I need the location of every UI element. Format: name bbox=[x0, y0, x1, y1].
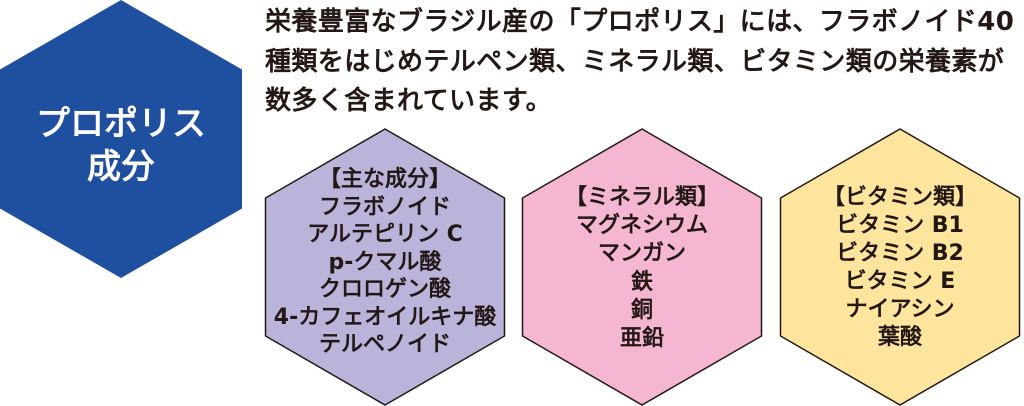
vitamin-item: 葉酸 bbox=[877, 325, 922, 350]
mineral-item: 亜鉛 bbox=[619, 326, 664, 352]
mineral-item: マンガン bbox=[597, 241, 686, 267]
minerals-hexagon bbox=[521, 128, 763, 406]
vitamin-item: ビタミン B2 bbox=[836, 241, 964, 266]
title-badge-line: プロポリス bbox=[36, 104, 206, 144]
main-components-hexagon bbox=[264, 128, 506, 406]
main-components-heading: 【主な成分】 bbox=[318, 167, 451, 192]
mineral-item: 鉄 bbox=[630, 269, 653, 295]
title-hexagon bbox=[0, 0, 242, 278]
title-badge-line: 成分 bbox=[87, 147, 155, 187]
mineral-item: マグネシウム bbox=[575, 213, 708, 239]
main-component-item: p-クマル酸 bbox=[328, 249, 442, 275]
main-component-item: クロロゲン酸 bbox=[318, 277, 451, 302]
vitamins-hexagon bbox=[779, 128, 1021, 406]
mineral-item: 銅 bbox=[630, 297, 653, 323]
main-component-item: フラボノイド bbox=[318, 194, 451, 220]
main-component-item: アルテピリン C bbox=[307, 222, 463, 247]
intro-line: 種類をはじめテルペン類、ミネラル類、ビタミン類の栄養素が bbox=[265, 46, 1005, 77]
main-components-list: 【主な成分】 フラボノイド アルテピリン C p-クマル酸 クロロゲン酸 4-カ… bbox=[265, 166, 505, 359]
vitamin-item: ビタミン B1 bbox=[836, 213, 964, 238]
main-component-item: テルペノイド bbox=[318, 332, 451, 357]
minerals-heading: 【ミネラル類】 bbox=[564, 185, 719, 210]
vitamin-item: ビタミン E bbox=[844, 269, 956, 294]
title-badge: プロポリス 成分 bbox=[0, 103, 242, 189]
minerals-list: 【ミネラル類】 マグネシウム マンガン 鉄 銅 亜鉛 bbox=[522, 184, 762, 353]
vitamin-item: ナイアシン bbox=[845, 297, 955, 322]
vitamins-heading: 【ビタミン類】 bbox=[822, 185, 977, 210]
main-component-item: 4-カフェオイルキナ酸 bbox=[273, 304, 497, 330]
intro-line: 栄養豊富なブラジル産の「プロポリス」には、フラボノイド40 bbox=[265, 7, 1015, 37]
intro-paragraph: 栄養豊富なブラジル産の「プロポリス」には、フラボノイド40 種類をはじめテルペン… bbox=[265, 3, 1020, 122]
vitamins-list: 【ビタミン類】 ビタミン B1 ビタミン B2 ビタミン E ナイアシン 葉酸 bbox=[780, 184, 1020, 352]
intro-line: 数多く含まれています。 bbox=[265, 86, 553, 116]
